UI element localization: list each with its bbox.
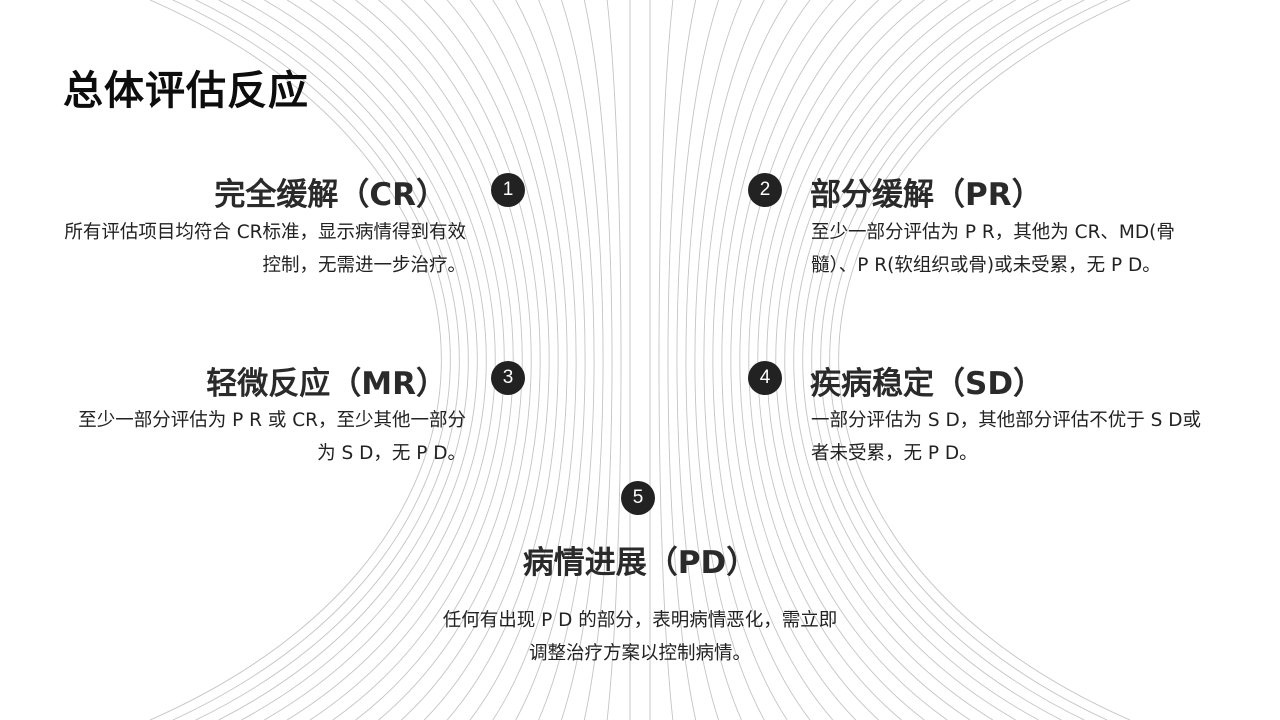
- description-mr: 至少一部分评估为 P R 或 CR，至少其他一部分为 S D，无 P D。: [78, 410, 466, 464]
- decorative-curve: [730, 0, 857, 720]
- decorative-curve: [355, 0, 523, 720]
- description-cr: 所有评估项目均符合 CR标准，显示病情得到有效控制，无需进一步治疗。: [64, 222, 466, 276]
- decorative-curve: [775, 0, 971, 720]
- decorative-curve: [423, 0, 550, 720]
- decorative-curve: [561, 0, 604, 720]
- decorative-curve: [264, 0, 487, 720]
- decorative-curve: [811, 0, 1062, 720]
- decorative-curve: [332, 0, 514, 720]
- number-badge-4: 4: [748, 361, 782, 395]
- decorative-curve: [401, 0, 541, 720]
- heading-sd: 疾病稳定（SD）: [810, 366, 1045, 402]
- decorative-curve: [583, 0, 613, 720]
- decorative-curve: [766, 0, 948, 720]
- decorative-curve: [694, 0, 765, 720]
- decorative-curve: [241, 0, 478, 720]
- decorative-curve: [606, 0, 622, 720]
- decorative-curve: [685, 0, 742, 720]
- left-curve-group: [149, 0, 631, 720]
- decorative-curve: [721, 0, 834, 720]
- decorative-curve: [218, 0, 469, 720]
- decorative-curve: [739, 0, 879, 720]
- description-pr: 至少一部分评估为 P R，其他为 CR、MD(骨髓）、P R(软组织或骨)或未受…: [811, 222, 1175, 276]
- decorative-curve: [667, 0, 697, 720]
- decorative-curve: [703, 0, 788, 720]
- decorative-curve: [712, 0, 811, 720]
- number-badge-3: 3: [491, 361, 525, 395]
- number-badge-1: 1: [491, 173, 525, 207]
- decorative-curve: [658, 0, 674, 720]
- decorative-curve: [748, 0, 902, 720]
- heading-pr: 部分缓解（PR）: [810, 177, 1043, 213]
- decorative-curve: [378, 0, 532, 720]
- decorative-curve: [793, 0, 1016, 720]
- decorative-curve: [309, 0, 505, 720]
- decorative-curve: [469, 0, 568, 720]
- decorative-curve: [492, 0, 577, 720]
- heading-pd: 病情进展（PD）: [522, 545, 758, 581]
- heading-mr: 轻微反应（MR）: [206, 366, 447, 402]
- decorative-curve: [515, 0, 586, 720]
- decorative-curve: [820, 0, 1085, 720]
- decorative-curve: [286, 0, 496, 720]
- decorative-curve: [172, 0, 451, 720]
- description-sd: 一部分评估为 S D，其他部分评估不优于 S D或者未受累，无 P D。: [811, 410, 1202, 464]
- decorative-curve: [802, 0, 1039, 720]
- decorative-curve: [538, 0, 595, 720]
- heading-cr: 完全缓解（CR）: [214, 177, 447, 213]
- decorative-curve: [829, 0, 1108, 720]
- page-title: 总体评估反应: [63, 68, 309, 114]
- decorative-curve: [149, 0, 442, 720]
- right-curve-group: [649, 0, 1131, 720]
- decorative-curve: [195, 0, 460, 720]
- decorative-curve: [676, 0, 719, 720]
- number-badge-2: 2: [748, 173, 782, 207]
- decorative-curve: [784, 0, 994, 720]
- description-pd: 任何有出现 P D 的部分，表明病情恶化，需立即调整治疗方案以控制病情。: [442, 610, 838, 664]
- decorative-curve: [446, 0, 559, 720]
- decorative-curve: [757, 0, 925, 720]
- decorative-curve: [838, 0, 1131, 720]
- number-badge-5: 5: [621, 481, 655, 515]
